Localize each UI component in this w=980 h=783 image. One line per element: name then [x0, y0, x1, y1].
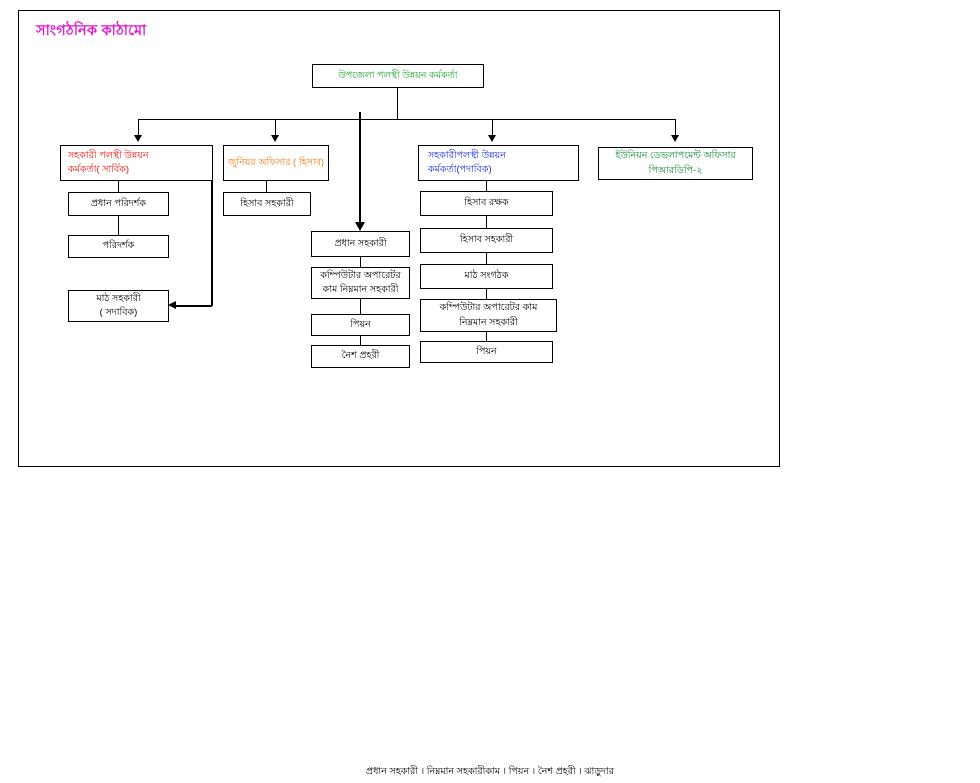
connector-hisab-sahakari-to-math-songothok	[486, 253, 487, 264]
arrow-into-math-sahakari	[168, 301, 176, 309]
node-hisab-rokkhok-label: হিসাব রক্ষক	[464, 197, 509, 209]
node-hisab-rokkhok[interactable]: হিসাব রক্ষক	[420, 191, 553, 216]
arrow-branch-5	[671, 135, 679, 142]
footer-note: প্রধান সহকারী । নিম্নমান সহকারীকাম । পিয…	[366, 766, 614, 777]
connector-branch-2-drop	[275, 119, 276, 138]
node-math-sahakari-sadabik-label: মাঠ সহকারী ( সদাবিক)	[96, 292, 141, 318]
node-branch-union-development-officer-label: ইউনিয়ন ডেভলাপমেন্ট অফিসার পিআরডিপি-২	[615, 150, 736, 176]
connector-branch-3-drop	[359, 112, 361, 224]
node-hisab-sahakari-junior[interactable]: হিসাব সহকারী	[223, 192, 311, 216]
node-pradhan-poridorshok[interactable]: প্রধান পরিদর্শক	[68, 192, 169, 216]
connector-piyon-to-naish-prohori	[360, 336, 361, 345]
arrow-branch-3	[355, 222, 365, 231]
node-root-label: উপজেলা পলস্থী উন্নয়ন কর্মকর্তা	[338, 69, 458, 81]
connector-sarbik-to-child-1	[118, 181, 119, 192]
node-piyon-centre[interactable]: পিয়ন	[311, 314, 410, 336]
node-piyon-padabik-label: পিয়ন	[476, 345, 497, 357]
node-hisab-sahakari-padabik[interactable]: হিসাব সহকারী	[420, 228, 553, 253]
node-root[interactable]: উপজেলা পলস্থী উন্নয়ন কর্মকর্তা	[312, 64, 484, 88]
node-branch-padabik-label: সহকারীপলস্থী উন্নয়ন কর্মকর্তা(পদাবিক)	[428, 149, 506, 175]
node-pradhan-poridorshok-label: প্রধান পরিদর্শক	[90, 197, 147, 209]
connector-math-songothok-to-computer-op	[486, 289, 487, 299]
connector-sarbik-elbow-vertical	[211, 181, 213, 306]
node-pradhan-sahakari[interactable]: প্রধান সহকারী	[311, 231, 410, 257]
arrow-branch-1	[134, 135, 142, 142]
node-computer-operator-centre[interactable]: কম্পিউটার অপারেটর কাম নিম্নমান সহকারী	[311, 267, 410, 299]
node-computer-operator-padabik-label: কম্পিউটার অপারেটর কাম নিম্নমান সহকারী	[439, 302, 538, 328]
connector-pradhan-to-computer-op	[360, 257, 361, 267]
node-math-sahakari-sadabik[interactable]: মাঠ সহকারী ( সদাবিক)	[68, 290, 169, 322]
connector-root-stem	[397, 88, 398, 119]
node-poridorshok-label: পরিদর্শক	[102, 240, 135, 252]
node-naish-prohori[interactable]: নৈশ প্রহরী	[311, 345, 410, 368]
connector-child-1-to-child-2	[118, 216, 119, 235]
node-hisab-sahakari-junior-label: হিসাব সহকারী	[240, 197, 294, 209]
node-piyon-padabik[interactable]: পিয়ন	[420, 341, 553, 363]
connector-hisab-rokkhok-to-hisab-sahakari	[486, 216, 487, 228]
arrow-branch-4	[488, 135, 496, 142]
node-branch-junior-officer[interactable]: জুনিয়র অফিসার ( হিসাব)	[223, 145, 329, 181]
connector-padabik-to-hisab-rokkhok	[486, 181, 487, 191]
node-computer-operator-padabik[interactable]: কম্পিউটার অপারেটর কাম নিম্নমান সহকারী	[420, 299, 557, 332]
connector-branch-1-drop	[138, 119, 139, 138]
connector-distribution-bar	[138, 119, 675, 120]
connector-branch-5-drop	[675, 119, 676, 138]
connector-computer-op-to-piyon	[360, 299, 361, 314]
connector-branch-4-drop	[492, 119, 493, 138]
page-title: সাংগঠনিক কাঠামো	[36, 23, 147, 39]
node-branch-sarbik-label: সহকারী পলস্থী উন্নয়ন কর্মকর্তা( সার্বিক…	[68, 149, 149, 175]
node-branch-sarbik[interactable]: সহকারী পলস্থী উন্নয়ন কর্মকর্তা( সার্বিক…	[60, 145, 213, 181]
arrow-branch-2	[271, 135, 279, 142]
node-math-songothok-label: মাঠ সংগঠক	[464, 270, 509, 282]
node-hisab-sahakari-padabik-label: হিসাব সহকারী	[459, 234, 514, 246]
node-pradhan-sahakari-label: প্রধান সহকারী	[334, 237, 387, 249]
node-branch-junior-officer-label: জুনিয়র অফিসার ( হিসাব)	[227, 156, 325, 168]
node-branch-union-development-officer[interactable]: ইউনিয়ন ডেভলাপমেন্ট অফিসার পিআরডিপি-২	[598, 147, 753, 180]
node-math-songothok[interactable]: মাঠ সংগঠক	[420, 264, 553, 289]
node-naish-prohori-label: নৈশ প্রহরী	[341, 350, 380, 362]
connector-sarbik-elbow-horizontal	[176, 305, 212, 307]
connector-computer-op-to-piyon-padabik	[486, 332, 487, 341]
node-poridorshok[interactable]: পরিদর্শক	[68, 235, 169, 258]
connector-junior-officer-to-child	[266, 181, 267, 192]
node-piyon-centre-label: পিয়ন	[350, 318, 371, 330]
node-branch-padabik[interactable]: সহকারীপলস্থী উন্নয়ন কর্মকর্তা(পদাবিক)	[418, 145, 579, 181]
node-computer-operator-centre-label: কম্পিউটার অপারেটর কাম নিম্নমান সহকারী	[320, 269, 401, 295]
